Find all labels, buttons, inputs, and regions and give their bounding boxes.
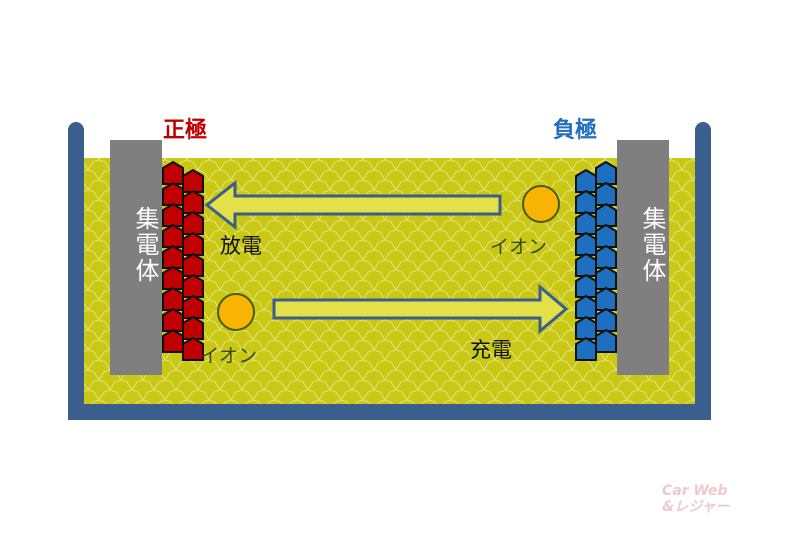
positive-label: 正極 [163,118,208,143]
container [68,122,711,420]
collector-left-label: 集電体 [131,206,159,284]
logo-line1: Car Web [662,483,728,499]
electrode-particle [162,202,184,227]
electrode-particle [182,315,204,340]
charge-label: 充電 [470,338,512,362]
negative-electrode [575,160,617,361]
logo: Car Web&レジャー [662,483,730,515]
electrode-particle [162,307,184,332]
electrode-particle [182,336,204,361]
electrode-particle [182,294,204,319]
electrode-particle [162,244,184,269]
electrode-particle [595,307,617,332]
electrode-particle [182,168,204,193]
electrode-particle [595,202,617,227]
electrode-particle [162,160,184,185]
electrode-particle [162,328,184,353]
ion-left [217,293,255,331]
ion-right [522,185,560,223]
electrode-particle [575,315,597,340]
ion-label-right: イオン [490,236,548,258]
charge-arrow [272,283,569,335]
electrode-particle [595,181,617,206]
electrode-particle [182,273,204,298]
discharge-label: 放電 [220,234,262,258]
collector-right [617,140,669,375]
electrode-particle [575,168,597,193]
electrode-particle [182,210,204,235]
electrode-particle [162,265,184,290]
electrode-particle [595,286,617,311]
electrode-particle [182,252,204,277]
electrode-particle [182,189,204,214]
electrode-particle [575,336,597,361]
collector-left [110,140,162,375]
electrode-particle [575,273,597,298]
negative-label: 負極 [553,118,598,143]
electrode-particle [595,160,617,185]
electrode-particle [595,328,617,353]
electrode-particle [595,223,617,248]
electrode-particle [182,231,204,256]
logo-line2: &レジャー [662,499,730,515]
electrode-particle [575,252,597,277]
electrode-particle [575,189,597,214]
electrode-particle [595,244,617,269]
collector-right-label: 集電体 [638,206,666,284]
electrode-particle [575,231,597,256]
positive-electrode [162,160,204,361]
electrode-particle [595,265,617,290]
electrode-particle [575,210,597,235]
electrode-particle [162,181,184,206]
electrode-particle [162,286,184,311]
ion-label-left: イオン [200,345,258,367]
electrode-particle [575,294,597,319]
electrode-particle [162,223,184,248]
discharge-arrow [204,179,502,231]
